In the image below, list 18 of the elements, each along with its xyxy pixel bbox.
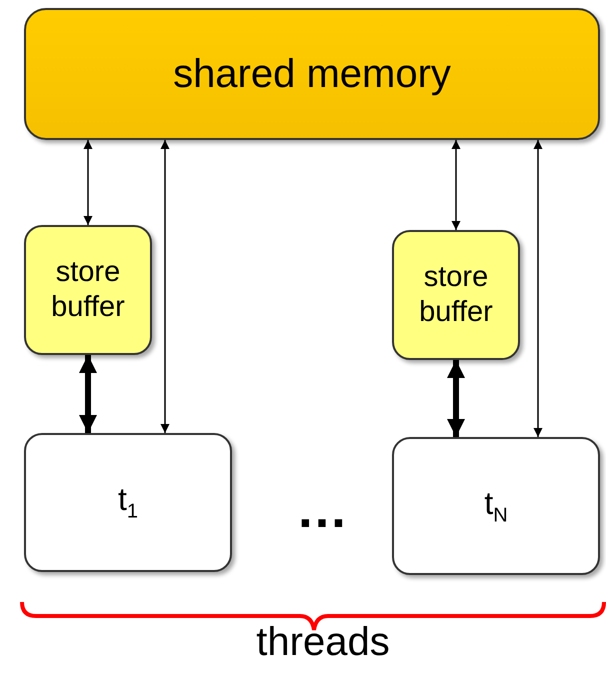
buffer-box <box>392 230 520 360</box>
arrow <box>84 140 92 225</box>
node-label: shared memory <box>173 52 451 96</box>
arrow <box>452 140 460 230</box>
ellipsis: … <box>295 480 349 540</box>
arrow <box>160 140 170 433</box>
arrow <box>447 360 465 437</box>
thread-box <box>392 437 600 575</box>
memory-box <box>24 8 600 140</box>
bracket-label: threads <box>255 620 391 665</box>
thread-box <box>24 433 232 572</box>
buffer-box <box>24 225 152 355</box>
node-label: store buffer <box>418 260 494 330</box>
arrow <box>79 355 97 433</box>
node-label: store buffer <box>50 255 126 325</box>
node-label: t$_{1}$ <box>118 481 138 524</box>
node-label: t$_{N}$ <box>484 484 508 528</box>
arrow <box>534 140 542 437</box>
